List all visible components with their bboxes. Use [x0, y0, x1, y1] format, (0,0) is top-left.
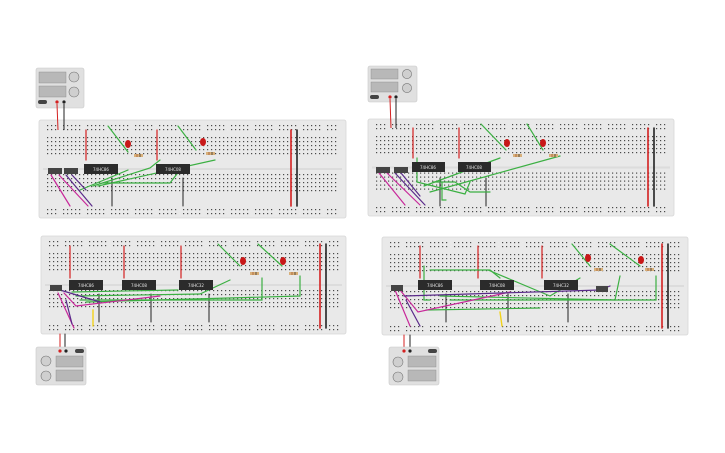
chip-label: 74HC08 — [131, 283, 147, 288]
resistor — [513, 154, 522, 157]
dip-switch — [376, 167, 390, 173]
dip-switch — [50, 285, 62, 291]
ic-chip: 74HC86 — [412, 162, 445, 172]
ic-chip: 74HC32 — [544, 280, 578, 290]
dip-switch — [394, 167, 408, 173]
led — [638, 256, 644, 264]
power-supply — [388, 346, 440, 386]
wires — [378, 123, 655, 207]
ic-chip: 74HC08 — [122, 280, 156, 290]
dip-switch — [48, 168, 62, 174]
chip-label: 74HC08 — [466, 165, 482, 170]
breadboard — [367, 118, 675, 217]
dip-switch — [596, 286, 608, 292]
circuit-bottom-right: 74HC86 74HC08 74HC32 — [381, 236, 689, 386]
ic-chip: 74HC08 — [156, 164, 190, 174]
power-supply — [35, 67, 85, 109]
resistor — [289, 272, 298, 275]
chip-label: 74HC86 — [420, 165, 436, 170]
dip-switch — [391, 285, 403, 291]
led — [200, 138, 206, 146]
resistor — [134, 154, 143, 157]
led — [280, 257, 286, 265]
circuit-top-left: 74HC86 74HC08 — [35, 67, 347, 219]
chip-label: 74HC86 — [93, 167, 109, 172]
circuit-top-right: 74HC86 74HC08 — [367, 65, 675, 217]
led — [585, 254, 591, 262]
ic-chip: 74HC86 — [418, 280, 452, 290]
ic-chip: 74HC08 — [458, 162, 491, 172]
ic-chip: 74HC32 — [179, 280, 213, 290]
power-supply — [367, 65, 418, 103]
resistor — [645, 268, 654, 271]
led — [540, 139, 546, 147]
resistor — [206, 152, 215, 155]
power-supply — [35, 346, 87, 386]
wires — [57, 243, 327, 353]
chip-label: 74HC86 — [427, 283, 443, 288]
chip-label: 74HC32 — [553, 283, 569, 288]
circuit-bottom-left: 74HC86 74HC08 74HC32 — [35, 235, 347, 386]
chip-label: 74HC08 — [489, 283, 505, 288]
ic-chip: 74HC08 — [480, 280, 514, 290]
breadboard — [381, 236, 689, 336]
chip-label: 74HC86 — [78, 283, 94, 288]
resistor — [250, 272, 259, 275]
chip-label: 74HC08 — [165, 167, 181, 172]
dip-switch — [64, 168, 78, 174]
ic-chip: 74HC86 — [84, 164, 118, 174]
resistor — [594, 268, 603, 271]
chip-label: 74HC32 — [188, 283, 204, 288]
led — [125, 140, 131, 148]
led — [240, 257, 246, 265]
resistor — [549, 154, 558, 157]
ic-chip: 74HC86 — [69, 280, 103, 290]
led — [504, 139, 510, 147]
